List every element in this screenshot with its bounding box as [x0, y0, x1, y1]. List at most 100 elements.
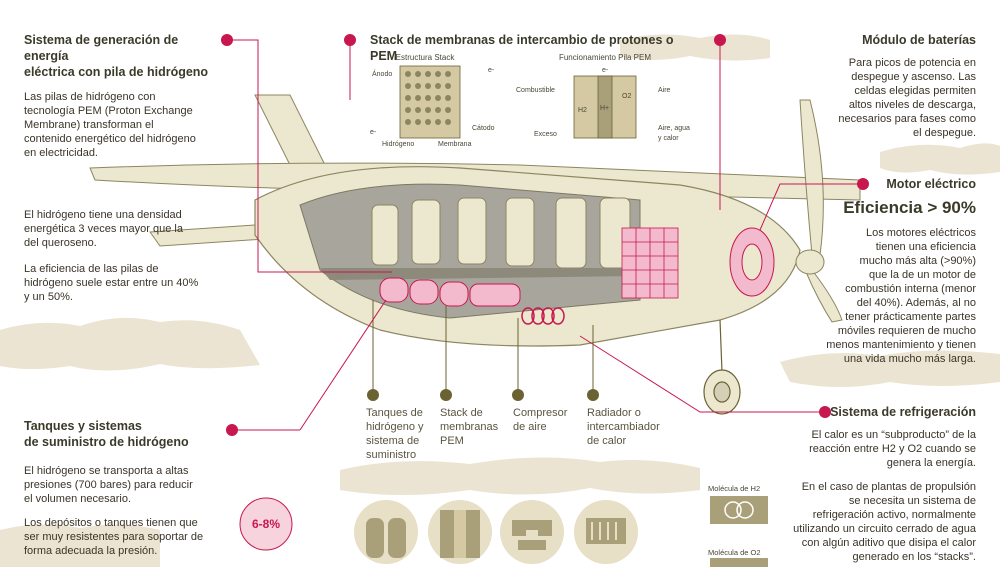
text-line: reacción entre H2 y O2 cuando se: [809, 443, 976, 455]
label-combustible: Combustible: [516, 87, 555, 94]
battery-title: Módulo de baterías: [862, 33, 976, 47]
text-line: tener prácticamente partes: [845, 311, 976, 323]
callout-dot-stack: [344, 34, 356, 46]
stack-icon: [428, 500, 492, 564]
component-dot-compressor: [512, 389, 524, 401]
motor-headline: Eficiencia > 90%: [843, 198, 976, 217]
text-line: Las pilas de hidrógeno con: [24, 91, 156, 103]
tanks-section: Tanques y sistemas de suministro de hidr…: [24, 418, 224, 558]
text-line: combustión interna (menor: [845, 283, 976, 295]
text-line: en electricidad.: [24, 147, 98, 159]
text-line: generado en los “stacks”.: [852, 551, 976, 563]
label-catodo: Cátodo: [472, 125, 495, 132]
label-e-left: e-: [370, 129, 377, 136]
text-line: tienen una eficiencia: [875, 241, 976, 253]
compressor-icon: [500, 500, 564, 564]
pem-cell: [573, 75, 637, 139]
percentage-badge: 6-8%: [239, 497, 293, 551]
text-line: contenido energético del hidrógeno: [24, 133, 196, 145]
text-line: mucho más alta (>90%): [859, 255, 976, 267]
generation-title-line: eléctrica con pila de hidrógeno: [24, 65, 209, 79]
component-dot-stack: [440, 389, 452, 401]
text-line: sistema de: [366, 435, 420, 447]
cloud-right-mid: [780, 350, 1000, 387]
motor-section: Motor eléctrico Eficiencia > 90% Los mot…: [800, 176, 976, 366]
battery-module: [621, 227, 679, 299]
battery-section: Módulo de baterías Para picos de potenci…: [770, 32, 976, 140]
text-line: móviles requieren de mucho: [837, 325, 976, 337]
cooling-text-1: El calor es un “subproducto” de la reacc…: [770, 428, 976, 470]
text-line: se necesita un sistema de: [848, 495, 976, 507]
cloud-right-top: [880, 143, 1000, 175]
text-line: tecnología PEM (Proton Exchange: [24, 105, 193, 117]
text-line: El hidrógeno tiene una densidad: [24, 209, 182, 221]
molecule-h2-icon: [710, 496, 768, 524]
label-aire: Aire: [658, 87, 671, 94]
text-line: hidrógeno suele estar entre un 40%: [24, 277, 199, 289]
text-line: que la de un motor de: [868, 269, 976, 281]
motor-text: Los motores eléctricos tienen una eficie…: [800, 226, 976, 366]
label-membrana: Membrana: [438, 141, 472, 148]
text-line: intercambiador: [587, 421, 660, 433]
radiator-icon: [574, 500, 638, 564]
callout-dot-tanks: [226, 424, 238, 436]
label-anodo: Ánodo: [372, 69, 392, 78]
component-leaders: [372, 300, 594, 392]
text-line: energética 3 veces mayor que la: [24, 223, 183, 235]
label-e-right: e-: [488, 67, 495, 74]
generation-title-line: Sistema de generación de energía: [24, 33, 179, 63]
generation-title: Sistema de generación de energía eléctri…: [24, 32, 224, 80]
cooling-text-2: En el caso de plantas de propulsión se n…: [770, 480, 976, 564]
generation-section: Sistema de generación de energía eléctri…: [24, 32, 224, 160]
cloud-left: [0, 317, 260, 371]
text-line: Radiador o: [587, 407, 641, 419]
component-stack: Stack de membranas PEM: [440, 406, 510, 448]
label-e-cell: e-: [602, 67, 609, 74]
text-line: En el caso de plantas de propulsión: [801, 481, 976, 493]
tank-icon: [354, 500, 418, 564]
label-hidrogeno: Hidrógeno: [382, 141, 414, 148]
stack-left-subtitle: Estructura Stack: [396, 53, 456, 62]
tanks-title: Tanques y sistemas de suministro de hidr…: [24, 418, 224, 450]
text-line: despegue y ascenso. Las: [851, 71, 976, 83]
text-line: membranas: [440, 421, 499, 433]
component-tanks: Tanques de hidrógeno y sistema de sumini…: [366, 406, 436, 462]
leader-lines: [227, 39, 863, 413]
molecule-h2-label: Molécula de H2: [708, 484, 761, 493]
tanks-title-line: de suministro de hidrógeno: [24, 435, 189, 449]
callout-dot-motor: [857, 178, 869, 190]
label-aire-agua: Aire, agua: [658, 125, 690, 132]
label-exceso: Exceso: [534, 131, 557, 138]
text-line: presiones (700 bares) para reducir: [24, 479, 193, 491]
text-line: Membrane) transforman el: [24, 119, 154, 131]
stack-title: Stack de membranas de intercambio de pro…: [370, 33, 674, 63]
cloud-top-right: [620, 34, 770, 61]
callout-dot-cooling: [819, 406, 831, 418]
text-line: Compresor: [513, 407, 568, 419]
component-dot-radiator: [587, 389, 599, 401]
component-compressor: Compresor de aire: [513, 406, 583, 434]
hydrogen-tanks: [379, 277, 521, 307]
text-line: refrigeración activo, normalmente: [812, 509, 976, 521]
generation-text-1: Las pilas de hidrógeno con tecnología PE…: [24, 90, 224, 160]
text-line: una vida mucho más larga.: [843, 353, 976, 365]
molecule-o2-icon: [710, 558, 768, 567]
text-line: Tanques de: [366, 407, 423, 419]
cloud-bottom-center: [340, 457, 700, 495]
text-line: del queroseno.: [24, 237, 97, 249]
motor-title: Motor eléctrico: [886, 177, 976, 191]
text-line: con algún aditivo que disipa el calor: [801, 537, 976, 549]
text-line: el volumen necesario.: [24, 493, 132, 505]
tanks-text-1: El hidrógeno se transporta a altas presi…: [24, 464, 224, 506]
text-line: de calor: [587, 435, 627, 447]
stack-right-subtitle: Funcionamiento Pila PEM: [559, 53, 651, 62]
text-line: de aire: [513, 421, 547, 433]
generation-text-3: La eficiencia de las pilas de hidrógeno …: [24, 262, 224, 304]
text-line: genera la energía.: [886, 457, 976, 469]
molecule-o2-label: Molécula de O2: [708, 548, 761, 557]
text-line: celdas elegidas permiten: [854, 85, 976, 97]
text-line: Stack de: [440, 407, 483, 419]
text-line: El calor es un “subproducto” de la: [811, 429, 976, 441]
